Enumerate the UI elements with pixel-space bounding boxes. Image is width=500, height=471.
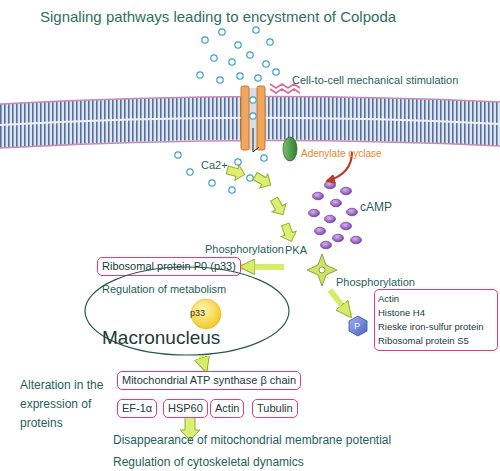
node-label: Ribosomal protein P0 (p33) <box>102 259 236 274</box>
calcium-ions <box>273 69 279 75</box>
node-label: Adenylate cyclase <box>301 149 382 159</box>
annotation-text: Regulation of metabolism <box>102 283 226 296</box>
camp-molecules <box>309 181 362 249</box>
annotation-text: Ca2+ <box>201 159 228 172</box>
calcium-ions <box>211 55 217 61</box>
node-label: HSP60 <box>168 401 203 416</box>
annotation-text: Cell-to-cell mechanical stimulation <box>292 74 458 87</box>
calcium-ions <box>175 152 181 158</box>
kinase-node-shape <box>307 254 337 286</box>
signal-chevrons <box>225 162 247 182</box>
node-label: Actin <box>378 292 494 306</box>
calcium-ions <box>250 113 256 119</box>
annotation-text: Regulation of cytoskeletal dynamics <box>113 455 304 469</box>
node-label: Histone H4 <box>378 306 494 320</box>
camp-molecules <box>325 215 336 223</box>
annotation-text: Alteration in the expression of proteins <box>20 376 118 433</box>
calcium-ions <box>247 175 253 181</box>
signal-chevrons <box>278 222 299 244</box>
camp-molecules <box>341 187 352 195</box>
protein-ball: p33 <box>186 298 222 330</box>
calcium-ions <box>235 159 241 165</box>
phosphate-hexagon-shape <box>349 316 367 336</box>
node-label: p33 <box>190 309 205 318</box>
protein-ball-shape <box>191 299 221 329</box>
calcium-ions <box>229 187 235 193</box>
camp-molecules <box>309 209 320 217</box>
calcium-ions <box>175 27 279 193</box>
calcium-ions <box>247 52 253 58</box>
calcium-ions <box>229 59 235 65</box>
node-label: P <box>354 322 360 331</box>
nucleus-ellipse-shape <box>85 267 289 355</box>
edge-layer <box>201 267 350 371</box>
node-label: EF-1α <box>122 401 152 416</box>
signal-chevrons <box>251 169 275 192</box>
node-label: Rieske iron-sulfur protein <box>378 320 494 334</box>
camp-molecules <box>341 222 352 230</box>
node-label: Ribosomal protein S5 <box>378 334 494 348</box>
node-label: PKA <box>285 245 307 256</box>
protein-box: Mitochondrial ATP synthase β chain <box>117 371 301 390</box>
node-label: Macronucleus <box>102 328 220 347</box>
signal-chevrons <box>267 195 290 219</box>
calcium-ions <box>202 37 208 43</box>
camp-molecules <box>325 181 336 189</box>
protein-box: HSP60 <box>163 399 208 418</box>
protein-box: Tubulin <box>252 399 298 418</box>
mechanical-stimulus-symbol <box>270 89 300 93</box>
calcium-channel <box>257 86 265 150</box>
calcium-ions <box>253 27 259 33</box>
camp-molecules <box>347 208 358 216</box>
camp-molecules <box>351 236 362 244</box>
calcium-ions <box>250 97 256 103</box>
calcium-channel <box>241 86 249 150</box>
node-label: Mitochondrial ATP synthase β chain <box>122 373 296 388</box>
signal-arrow <box>201 356 206 371</box>
signal-arrow <box>241 264 284 270</box>
enzyme-node-shape <box>283 137 297 161</box>
camp-molecules <box>321 241 332 249</box>
annotation-text: cAMP <box>360 200 392 214</box>
enzyme-node: Adenylate cyclase <box>281 136 406 164</box>
calcium-ions <box>237 73 243 79</box>
kinase-node: PKA <box>284 244 340 290</box>
signal-arrow <box>330 290 350 316</box>
phosphate-hexagon: P <box>349 316 367 336</box>
diagram-title: Signaling pathways leading to encystment… <box>40 8 396 25</box>
camp-molecules <box>331 199 342 207</box>
annotation-text: Phosphorylation <box>205 243 284 256</box>
node-label: Actin <box>215 401 239 416</box>
calcium-ions <box>217 77 223 83</box>
calcium-channel <box>253 128 259 152</box>
calcium-ions <box>255 75 261 81</box>
calcium-ions <box>209 180 215 186</box>
calcium-ions <box>267 39 273 45</box>
calcium-channel <box>241 86 265 152</box>
protein-box: Ribosomal protein P0 (p33) <box>97 257 241 276</box>
calcium-ions <box>263 61 269 67</box>
nucleus-ellipse: Macronucleus <box>84 266 290 356</box>
camp-molecules <box>333 234 344 242</box>
calcium-ions <box>261 155 267 161</box>
calcium-ions <box>187 169 193 175</box>
protein-box: Actin <box>210 399 244 418</box>
camp-molecules <box>313 192 324 200</box>
annotation-text: Phosphorylation <box>336 276 415 289</box>
target-list-box: ActinHistone H4Rieske iron-sulfur protei… <box>374 289 498 351</box>
protein-box: EF-1α <box>117 399 157 418</box>
calcium-ions <box>197 72 203 78</box>
annotation-text: Disappearance of mitochondrial membrane … <box>113 433 391 447</box>
kinase-node-shape <box>319 267 325 273</box>
calcium-ions <box>235 42 241 48</box>
node-label: Tubulin <box>257 401 293 416</box>
camp-molecules <box>315 227 326 235</box>
calcium-ions <box>219 29 225 35</box>
